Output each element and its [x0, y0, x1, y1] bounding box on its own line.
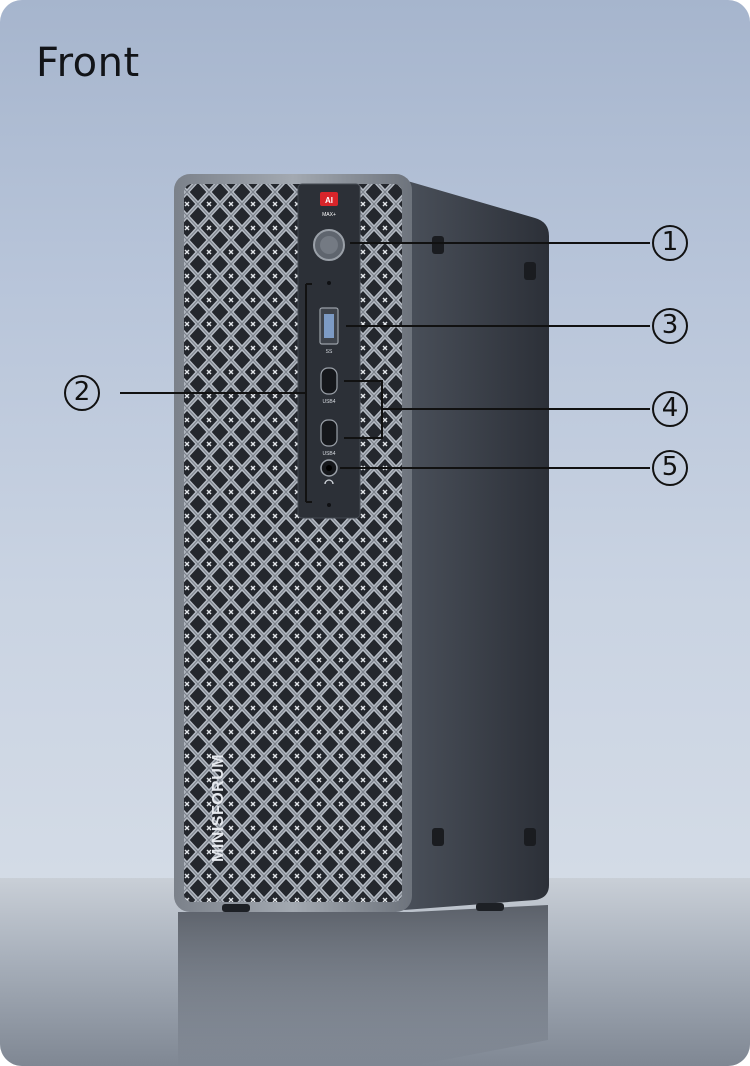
callout-3: 3 [652, 308, 688, 344]
ai-badge-text: AI [325, 196, 333, 205]
power-button-cap [320, 236, 338, 254]
brand-logo: MINISFORUM [210, 754, 227, 862]
callout-4: 4 [652, 391, 688, 427]
pinhole-bottom [327, 503, 331, 507]
side-screw [432, 828, 444, 846]
foot [222, 904, 250, 912]
usb-c-2-label: USB4 [322, 451, 335, 457]
usb-c-1-label: USB4 [322, 399, 335, 405]
headphone-icon [324, 479, 334, 485]
ai-badge [320, 192, 338, 206]
side-screw [524, 262, 536, 280]
audio-jack-hole [326, 465, 332, 471]
side-screw [524, 828, 536, 846]
io-panel [297, 183, 361, 519]
callout-2: 2 [64, 375, 100, 411]
usb-a-label: SS [326, 349, 333, 355]
side-screw [432, 236, 444, 254]
device-reflection [178, 905, 548, 1066]
usb-c-port-2 [320, 419, 338, 447]
usb-a-tongue [324, 314, 334, 338]
usb-c-port-1 [320, 367, 338, 395]
pinhole-top [327, 281, 331, 285]
side-panel [404, 180, 549, 910]
callout-5: 5 [652, 450, 688, 486]
foot [476, 903, 504, 911]
ai-badge-subtext: MAX+ [322, 212, 336, 218]
callout-1: 1 [652, 225, 688, 261]
page-title: Front [36, 40, 140, 86]
